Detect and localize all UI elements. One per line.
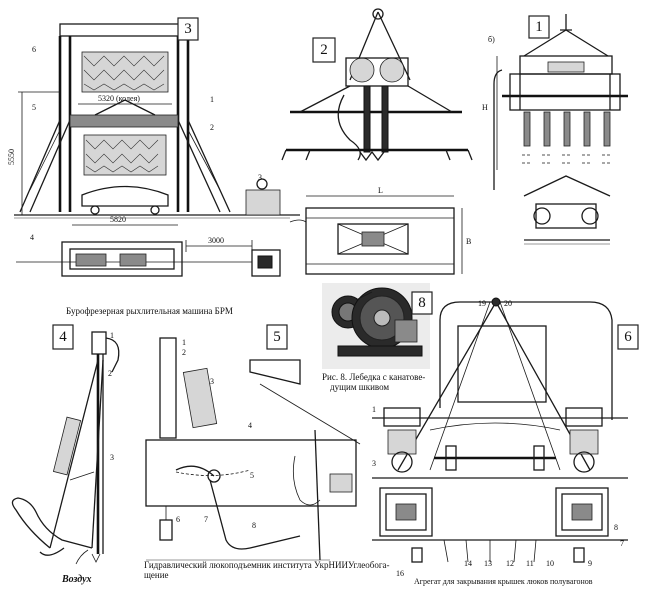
panel-8-winch (322, 283, 430, 369)
callout-5: 5 (32, 103, 36, 112)
callout-5-4: 4 (248, 421, 252, 430)
callout-6-1: 1 (372, 405, 376, 414)
dim-5550: 5550 (7, 149, 16, 165)
caption-brm: Бурофрезерная рыхлительная машина БРМ (66, 306, 233, 316)
dim-L: L (378, 186, 383, 195)
callout-1: 1 (210, 95, 214, 104)
dim-H: H (482, 103, 488, 112)
panel-number-box-1 (528, 15, 550, 39)
callout-5-7: 7 (204, 515, 208, 524)
callout-6-3: 3 (372, 459, 376, 468)
dim-3000: 3000 (208, 236, 224, 245)
panel-number-8: 8 (418, 295, 426, 311)
panel-4-lifter (11, 331, 120, 565)
callout-6-9: 9 (588, 559, 592, 568)
panel-number-6: 6 (624, 329, 632, 345)
panel-5-hydraulic-lifter (145, 337, 361, 561)
panel-number-box-2 (312, 37, 336, 63)
callout-6-16: 16 (396, 569, 404, 578)
callout-4-2: 2 (108, 369, 112, 378)
callout-5-6: 6 (176, 515, 180, 524)
caption-lifter-line2: щение (144, 570, 169, 580)
label-air: Воздух (61, 574, 91, 585)
callout-6-20: 20 (504, 299, 512, 308)
panel-1-frame (493, 14, 628, 245)
panel-1-text: H б) 1 (482, 15, 550, 112)
callout-6-12: 12 (506, 559, 514, 568)
callout-3: 3 (258, 173, 262, 182)
callout-6-14: 14 (464, 559, 472, 568)
panel-3-brm-machine (14, 23, 300, 277)
callout-6-10: 10 (546, 559, 554, 568)
callout-4-1: 1 (110, 331, 114, 340)
panel-number-box-5 (266, 324, 288, 350)
panel-2-lifting-frame (281, 8, 473, 275)
callout-6-8: 8 (614, 523, 618, 532)
panel-6-text: 19 20 1 3 16 14 13 12 11 10 9 8 7 Агрега… (372, 299, 639, 586)
caption-winch-line1: Рис. 8. Лебедка с канатове- (322, 372, 425, 382)
panel-number-box-6 (617, 324, 639, 350)
panel-4-text: 1 2 3 Воздух 4 (52, 324, 114, 585)
panel-number-5: 5 (273, 329, 281, 345)
callout-b: б) (488, 35, 495, 44)
panel-number-box-3 (177, 17, 199, 41)
panel-number-box-8 (411, 291, 433, 315)
panel-3-text: 5320 (колея) 5550 5820 3000 6 5 1 2 3 4 … (7, 17, 262, 316)
callout-6-13: 13 (484, 559, 492, 568)
callout-6-7: 7 (620, 539, 624, 548)
callout-2: 2 (210, 123, 214, 132)
callout-5-2: 2 (182, 348, 186, 357)
panel-6-closing-unit (372, 297, 628, 563)
callout-6: 6 (32, 45, 36, 54)
panel-number-2: 2 (320, 42, 328, 58)
caption-winch-line2: дущим шкивом (330, 382, 389, 392)
panel-number-4: 4 (59, 329, 67, 345)
dim-5320: 5320 (колея) (98, 94, 140, 103)
panel-5-text: 1 2 3 4 5 6 7 8 Гидравлический люкоподъе… (144, 324, 390, 580)
panel-2-text: L B 2 (312, 37, 471, 246)
callout-6-19: 19 (478, 299, 486, 308)
callout-5-1: 1 (182, 338, 186, 347)
caption-closing-unit: Агрегат для закрывания крышек люков полу… (414, 577, 593, 586)
callout-5-3: 3 (210, 377, 214, 386)
panel-number-3: 3 (184, 21, 192, 37)
panel-8-text: Рис. 8. Лебедка с канатове- дущим шкивом… (322, 291, 433, 392)
panel-number-1: 1 (535, 19, 543, 35)
dim-B: B (466, 237, 471, 246)
callout-5-8: 8 (252, 521, 256, 530)
caption-lifter-line1: Гидравлический люкоподъемник института У… (144, 560, 390, 570)
callout-4-3: 3 (110, 453, 114, 462)
callout-6-11: 11 (526, 559, 534, 568)
dim-5820: 5820 (110, 215, 126, 224)
callout-4: 4 (30, 233, 34, 242)
callout-5-5: 5 (250, 471, 254, 480)
panel-number-box-4 (52, 324, 74, 350)
